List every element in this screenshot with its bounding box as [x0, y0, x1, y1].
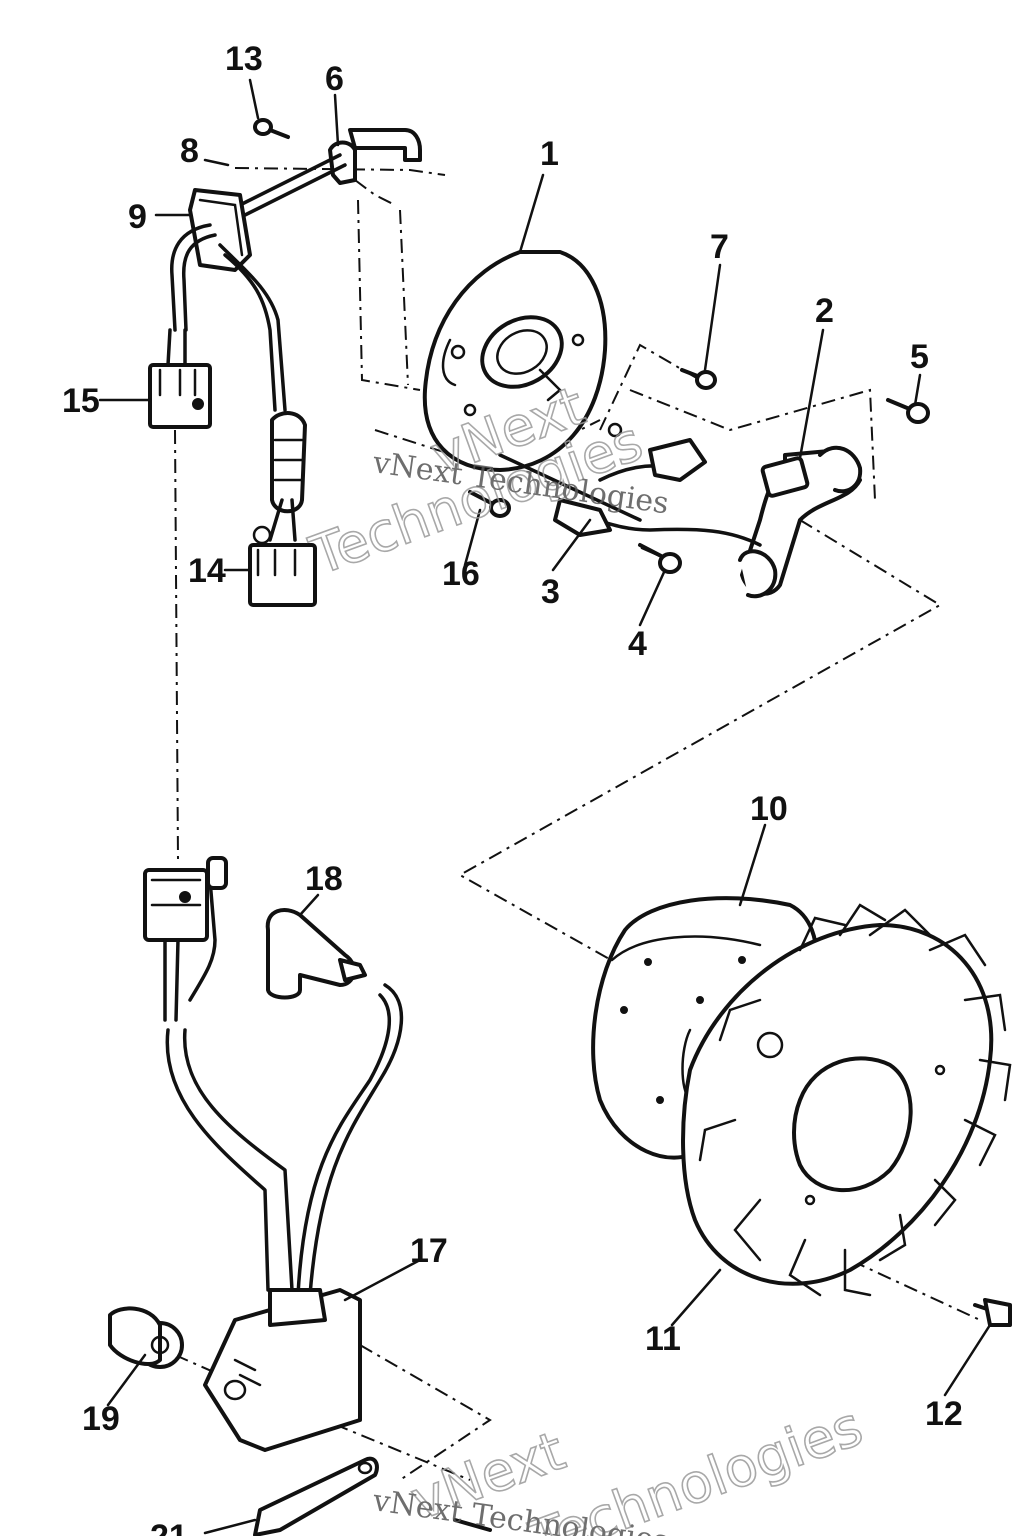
callout-5: 5 — [910, 338, 929, 376]
screw-part-7 — [680, 368, 717, 390]
callout-8: 8 — [180, 132, 199, 170]
callout-2: 2 — [815, 292, 834, 330]
callout-1: 1 — [540, 135, 559, 173]
callout-4: 4 — [628, 625, 647, 663]
bracket-part-21 — [253, 1456, 492, 1536]
lighting-coil-assembly — [498, 422, 762, 547]
screw-part-16 — [468, 490, 511, 518]
spark-plug-cap — [265, 908, 367, 1000]
screw-part-13 — [253, 118, 290, 139]
watermark-lower: vNext Technologies vNext Technologies — [370, 1394, 871, 1536]
cdi-unit — [203, 1288, 362, 1452]
wire-clamp — [328, 128, 422, 185]
callout-6: 6 — [325, 60, 344, 98]
wire-tube-part-8 — [238, 153, 347, 217]
pickup-coil — [738, 445, 863, 599]
callout-13: 13 — [225, 40, 263, 78]
callout-11: 11 — [645, 1320, 681, 1358]
leader-lines — [98, 78, 992, 1535]
collar-part-19 — [108, 1306, 184, 1369]
callout-7: 7 — [710, 228, 729, 266]
main-wire-harness — [170, 223, 287, 412]
callout-12: 12 — [925, 1395, 963, 1433]
stator-base-plate — [422, 250, 608, 472]
screw-part-4 — [638, 543, 682, 574]
connector-part-15 — [148, 328, 212, 429]
callout-14: 14 — [188, 552, 226, 590]
screw-part-12 — [973, 1298, 1012, 1327]
screw-part-5 — [886, 398, 930, 424]
callout-10: 10 — [750, 790, 788, 828]
watermark-upper: vNext Technologies vNext Technologies — [301, 373, 671, 588]
callout-17: 17 — [410, 1232, 448, 1270]
cooling-fan — [681, 903, 1012, 1297]
callout-16: 16 — [442, 555, 480, 593]
callout-15: 15 — [62, 382, 100, 420]
callout-numbers: 1 2 3 4 5 6 7 8 9 10 11 12 13 14 15 16 1… — [62, 40, 963, 1536]
cdi-harness — [143, 856, 404, 1297]
rubber-grommet — [188, 188, 252, 272]
callout-21: 21 — [150, 1518, 188, 1536]
callout-9: 9 — [128, 198, 147, 236]
callout-18: 18 — [305, 860, 343, 898]
callout-3: 3 — [541, 573, 560, 611]
callout-19: 19 — [82, 1400, 120, 1438]
connector-part-14 — [248, 411, 317, 607]
